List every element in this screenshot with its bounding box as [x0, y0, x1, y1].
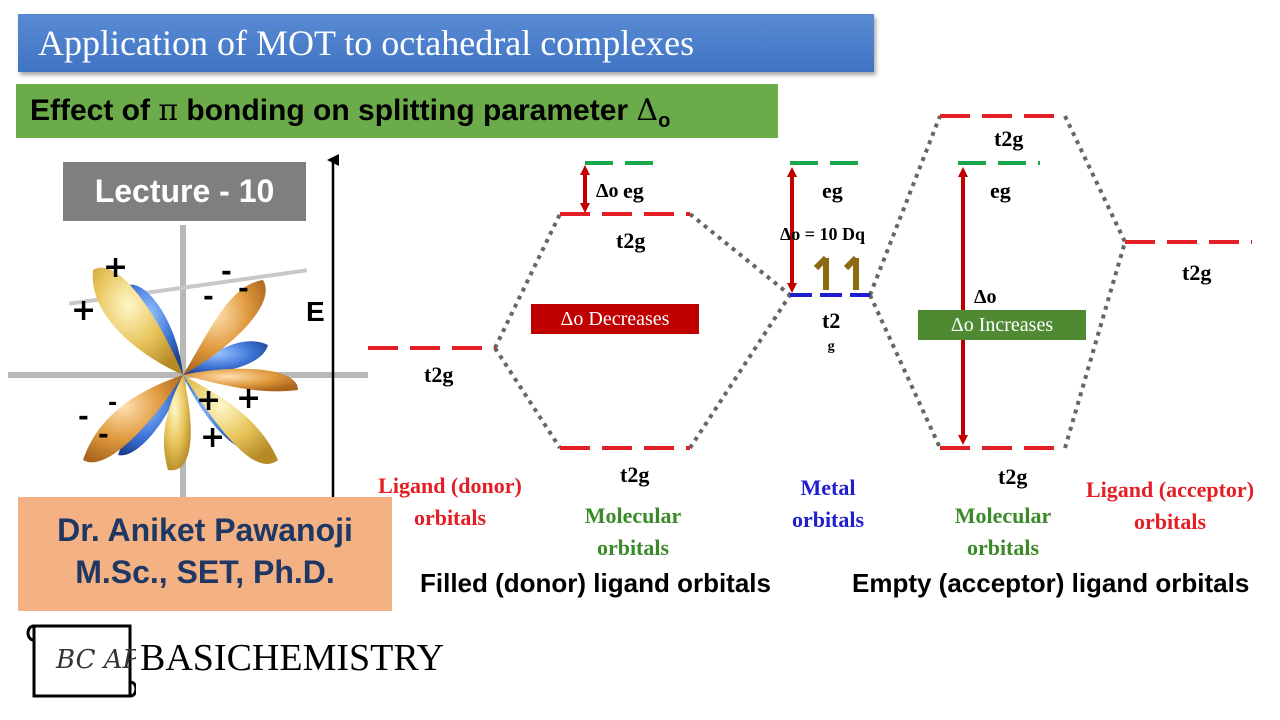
orange-lobe-2	[83, 375, 183, 463]
filled-ligand-caption: Filled (donor) ligand orbitals	[420, 568, 771, 598]
basichemistry-logo: BC AP	[26, 624, 136, 698]
brand-name: BASICHEMISTRY	[140, 637, 445, 679]
correlation-lines	[493, 115, 1127, 450]
svg-text:+: +	[200, 420, 225, 455]
svg-text:-: -	[221, 257, 232, 287]
svg-text:+: +	[196, 383, 221, 418]
z-axis	[180, 225, 186, 500]
mo-left-eg-label: eg	[623, 178, 644, 203]
mo-right-eg-label: eg	[990, 178, 1011, 203]
gold-lobe-1	[92, 267, 183, 375]
pi-symbol: π	[158, 93, 179, 128]
ligand-acceptor-t2g-label: t2g	[1182, 260, 1212, 285]
svg-text:+: +	[236, 381, 261, 416]
delta-small-label: Δo	[596, 180, 619, 202]
subtitle-prefix: Effect of	[30, 94, 159, 127]
page-title: Application of MOT to octahedral complex…	[38, 23, 695, 63]
svg-text:+: +	[103, 250, 128, 285]
d-orbital-illustration: + + - - - - - - + + +	[8, 225, 368, 500]
metal-t2g-label: t2 g	[822, 308, 841, 354]
logo-scroll	[32, 624, 132, 698]
title-banner: Application of MOT to octahedral complex…	[18, 14, 874, 72]
mo-right-t2g-label: t2g	[998, 464, 1028, 489]
electron-arrows	[813, 255, 859, 290]
blue-lobe-2	[183, 341, 268, 375]
mo-left-t2g-label: t2g	[620, 462, 650, 487]
mo-right-t2g-star-label: t2g	[994, 126, 1024, 151]
empty-ligand-caption: Empty (acceptor) ligand orbitals	[852, 568, 1250, 598]
subtitle-banner: Effect of π bonding on splitting paramet…	[16, 84, 778, 138]
svg-text:-: -	[78, 402, 89, 432]
phase-signs: + + - - - - - - + + +	[71, 250, 261, 455]
svg-text:-: -	[108, 391, 117, 416]
author-name: Dr. Aniket Pawanoji	[57, 512, 353, 548]
svg-text:+: +	[71, 293, 96, 328]
gold-lobe-2	[183, 375, 278, 464]
lecture-badge: Lecture - 10	[63, 162, 306, 221]
energy-levels	[368, 114, 1252, 450]
metal-eg-label: eg	[822, 178, 843, 203]
ligand-donor-t2g-label: t2g	[424, 362, 454, 387]
energy-axis-label: E	[306, 296, 325, 327]
logo-monogram: BC AP	[55, 645, 136, 675]
delta-large-label: Δo	[974, 286, 997, 308]
delta-equation-label: Δo = 10 Dq	[780, 224, 866, 244]
svg-text:-: -	[203, 282, 214, 312]
delta-subscript: o	[658, 110, 671, 132]
subtitle-middle: bonding on splitting parameter	[178, 94, 637, 127]
svg-text:-: -	[238, 274, 249, 304]
svg-text:-: -	[98, 420, 109, 450]
orange-lobe-3	[183, 368, 298, 392]
delta-increases-box: Δo Increases	[918, 310, 1086, 340]
author-box: Dr. Aniket Pawanoji M.Sc., SET, Ph.D.	[18, 497, 392, 611]
delta-decreases-box: Δo Decreases	[531, 304, 699, 334]
author-degrees: M.Sc., SET, Ph.D.	[75, 554, 335, 590]
orange-lobe-1	[183, 280, 266, 375]
ligand-donor-label: Ligand (donor)orbitals	[378, 473, 522, 530]
gold-lobe-3	[163, 375, 191, 471]
mo-left-t2g-star-label: t2g	[616, 228, 646, 253]
ligand-acceptor-label: Ligand (acceptor)orbitals	[1085, 477, 1255, 534]
delta-symbol: Δ	[636, 93, 659, 128]
